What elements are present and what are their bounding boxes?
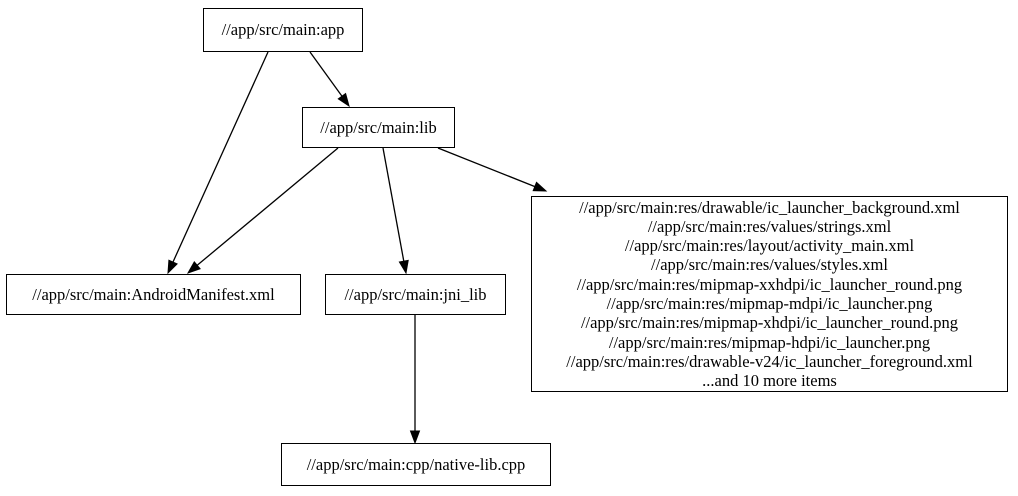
resource-item: //app/src/main:res/drawable/ic_launcher_… [579, 197, 960, 217]
resource-item: //app/src/main:res/layout/activity_main.… [624, 236, 915, 256]
arrowhead-icon [398, 259, 409, 275]
arrowhead-icon [532, 181, 548, 192]
resource-more-items: ...and 10 more items [702, 371, 837, 391]
node-native-lib-cpp-label: //app/src/main:cpp/native-lib.cpp [306, 454, 526, 474]
node-jni-lib: //app/src/main:jni_lib [325, 274, 506, 315]
resource-item: //app/src/main:res/mipmap-hdpi/ic_launch… [608, 332, 931, 352]
resource-item: //app/src/main:res/values/strings.xml [647, 216, 892, 236]
edge-lib-to-resources [437, 147, 548, 192]
node-app-label: //app/src/main:app [221, 20, 345, 39]
node-resources-group: //app/src/main:res/drawable/ic_launcher_… [531, 196, 1008, 392]
arrowhead-icon [409, 430, 421, 445]
node-lib: //app/src/main:lib [302, 107, 455, 148]
resource-item: //app/src/main:res/mipmap-mdpi/ic_launch… [606, 294, 933, 313]
node-android-manifest-label: //app/src/main:AndroidManifest.xml [32, 284, 275, 304]
resource-item: //app/src/main:res/values/styles.xml [651, 255, 888, 275]
resource-item: //app/src/main:res/drawable-v24/ic_launc… [566, 351, 973, 371]
node-lib-label: //app/src/main:lib [320, 117, 437, 137]
edge-app-to-lib [309, 51, 350, 108]
arrowhead-icon [337, 92, 350, 108]
arrowhead-icon [186, 261, 201, 274]
node-jni-lib-label: //app/src/main:jni_lib [344, 284, 487, 304]
node-app: //app/src/main:app [203, 8, 363, 52]
resource-item: //app/src/main:res/mipmap-xhdpi/ic_launc… [580, 313, 959, 333]
arrowhead-icon [167, 259, 178, 275]
edge-jni-lib-to-native-cpp [409, 315, 421, 445]
node-native-lib-cpp: //app/src/main:cpp/native-lib.cpp [281, 443, 551, 486]
edge-app-to-manifest [167, 51, 269, 275]
resource-item: //app/src/main:res/mipmap-xxhdpi/ic_laun… [576, 274, 963, 294]
edge-lib-to-manifest [186, 147, 339, 274]
node-android-manifest: //app/src/main:AndroidManifest.xml [6, 274, 301, 315]
edge-lib-to-jni-lib [382, 147, 409, 275]
